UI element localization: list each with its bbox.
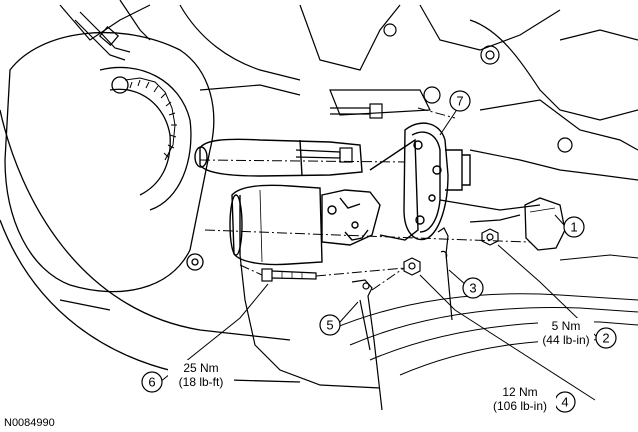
callout-6: 6 [141, 371, 163, 393]
callout-4-number: 4 [561, 395, 568, 410]
callout-1-number: 1 [570, 220, 577, 235]
nut-battery-terminal [481, 228, 499, 246]
callout-3-number: 3 [469, 281, 476, 296]
callout-5: 5 [319, 314, 341, 336]
callout-5-number: 5 [326, 318, 333, 333]
callout-6-number: 6 [148, 375, 155, 390]
callout-1: 1 [563, 216, 585, 238]
callout-3: 3 [462, 277, 484, 299]
cable-terminal-3 [437, 227, 453, 321]
mounting-bolt-upper [295, 103, 383, 163]
battery-cable-boot [469, 197, 566, 251]
torque-label-6: 25 Nm (18 lb-ft) [168, 360, 234, 390]
callout-4: 4 [554, 391, 576, 413]
torque-6-metric: 25 Nm [183, 361, 218, 375]
torque-2-metric: 5 Nm [552, 319, 581, 333]
nut-solenoid-terminal [403, 257, 421, 276]
engine-block-outline [59, 4, 638, 211]
torque-2-imperial: (44 lb-in) [542, 333, 589, 347]
callout-2-number: 2 [602, 331, 609, 346]
callout-7: 7 [449, 90, 471, 112]
housing-lower-edge [59, 254, 381, 389]
cable-terminal-5 [351, 279, 383, 411]
assembly-alignment-lines [199, 107, 531, 291]
wiring-harness [74, 0, 151, 61]
callout-2: 2 [595, 327, 617, 349]
torque-4-metric: 12 Nm [502, 385, 537, 399]
torque-4-imperial: (106 lb-in) [493, 399, 547, 413]
bell-housing [0, 31, 301, 383]
mounting-bolt-lower [261, 268, 317, 282]
torque-label-4: 12 Nm (106 lb-in) [484, 384, 556, 414]
torque-label-2: 5 Nm (44 lb-in) [538, 318, 594, 348]
starter-motor [194, 122, 471, 266]
torque-6-imperial: (18 lb-ft) [179, 375, 224, 389]
callout-7-number: 7 [456, 94, 463, 109]
figure-id: N0084990 [4, 417, 55, 429]
flywheel-ring-gear [124, 77, 177, 161]
